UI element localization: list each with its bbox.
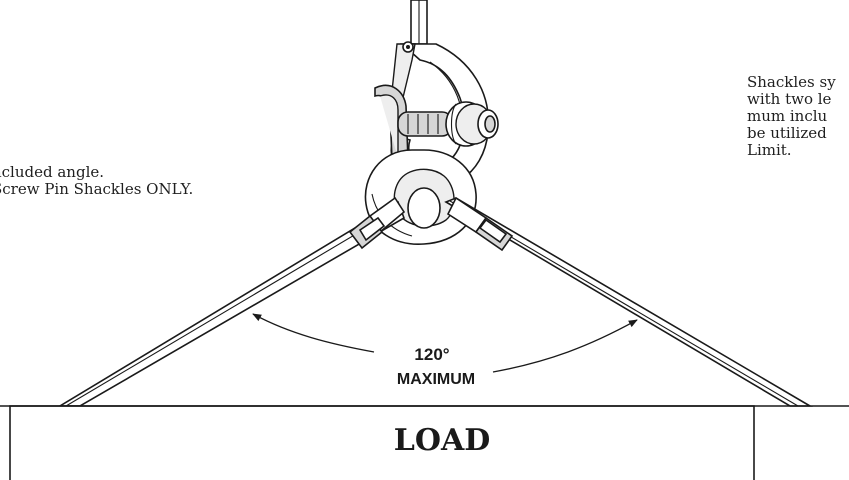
right-sling-leg — [444, 196, 813, 407]
load-label: LOAD — [394, 423, 491, 458]
right-note-line-4: be utilized — [747, 124, 827, 142]
left-note-line-1: ncluded angle. — [0, 163, 105, 181]
angle-word: MAXIMUM — [397, 371, 475, 388]
right-angle-arrow — [492, 319, 638, 373]
master-link — [364, 149, 477, 245]
left-sling-leg — [57, 196, 406, 407]
load-block: LOAD — [0, 405, 849, 480]
left-note: ncluded angle. Screw Pin Shackles ONLY. — [0, 164, 193, 198]
right-note: Shackles sy with two le mum inclu be uti… — [747, 74, 836, 159]
angle-value: 120° — [414, 345, 449, 364]
shackle-pin — [397, 101, 499, 147]
left-note-line-2: Screw Pin Shackles ONLY. — [0, 180, 194, 198]
angle-dimension: 120° MAXIMUM — [252, 313, 638, 388]
left-angle-arrow — [252, 313, 375, 353]
right-note-line-2: with two le — [747, 90, 832, 108]
right-note-line-1: Shackles sy — [747, 73, 836, 91]
right-note-line-5: Limit. — [747, 141, 792, 159]
right-note-line-3: mum inclu — [747, 107, 828, 125]
